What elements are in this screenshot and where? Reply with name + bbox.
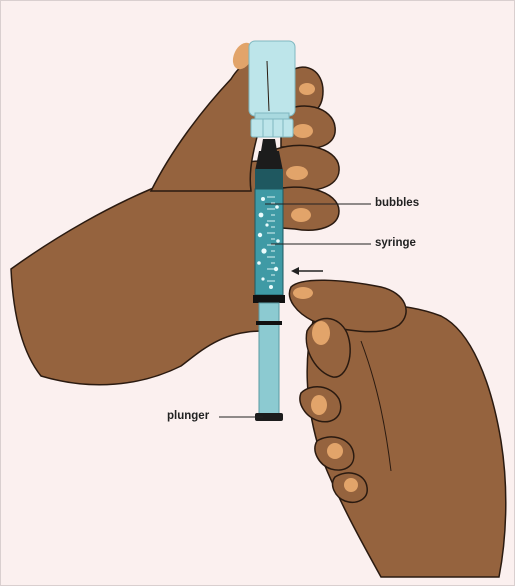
plunger-label: plunger xyxy=(167,410,209,422)
left-hand-palm xyxy=(11,161,263,385)
syringe-plunger-stem xyxy=(259,303,279,415)
right-thumb-nail xyxy=(312,321,330,345)
right-curled-nail-1 xyxy=(311,395,327,415)
left-finger-4-nail xyxy=(291,208,311,222)
right-curled-nail-2 xyxy=(327,443,343,459)
vial xyxy=(249,41,295,137)
syringe-flange xyxy=(253,295,285,303)
syringe xyxy=(253,139,285,421)
right-curled-nail-3 xyxy=(344,478,358,492)
syringe-tip-band xyxy=(255,169,283,191)
bubbles-label: bubbles xyxy=(375,197,419,209)
syringe-label: syringe xyxy=(375,237,416,249)
left-finger-2-nail xyxy=(293,124,313,138)
vial-body xyxy=(249,41,295,116)
vial-cap xyxy=(251,119,293,137)
left-finger-1-nail xyxy=(299,83,315,95)
plunger-ring xyxy=(256,321,282,325)
left-finger-3-nail xyxy=(286,166,308,180)
needle-cone xyxy=(255,151,283,171)
arrow-left-icon xyxy=(291,267,323,275)
right-index-nail xyxy=(293,287,313,299)
needle-hub xyxy=(261,139,277,151)
right-hand xyxy=(289,280,505,577)
